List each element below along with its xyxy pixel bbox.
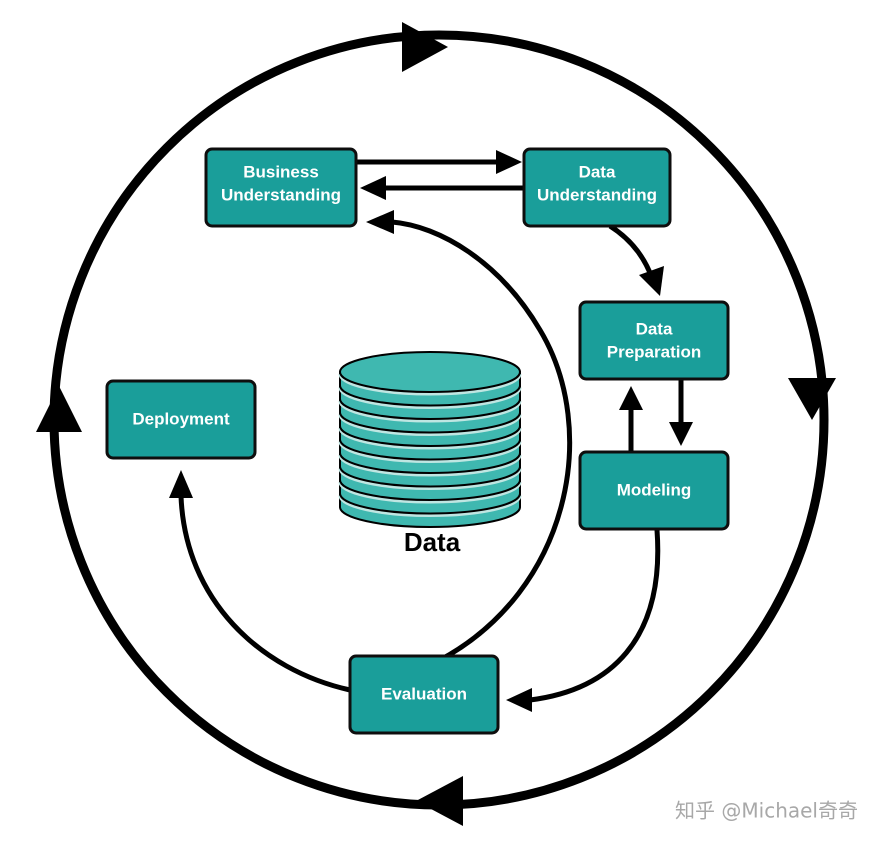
disk-rim	[338, 454, 522, 477]
data-preparation-label-line1: Data	[636, 319, 673, 338]
box-data-preparation: Data Preparation	[578, 300, 730, 381]
watermark-text: 知乎 @Michael奇奇	[675, 799, 858, 823]
box-deployment: Deployment	[105, 379, 257, 460]
disk-top	[339, 351, 521, 393]
evaluation-label: Evaluation	[381, 684, 467, 703]
box-data-understanding: Data Understanding	[522, 147, 672, 228]
center-data-label: Data	[404, 527, 461, 557]
inner-arrows	[169, 150, 693, 712]
deployment-label: Deployment	[132, 409, 230, 428]
disk-rim	[338, 495, 522, 517]
box-modeling: Modeling	[578, 450, 730, 531]
outer-arrowhead-top	[402, 22, 448, 72]
data-preparation-label-line2: Preparation	[607, 342, 701, 361]
disk-rim	[338, 481, 522, 504]
disk-rim	[338, 468, 522, 490]
business-understanding-label-line1: Business	[243, 162, 319, 181]
arrow-modeling-to-evaluation	[529, 529, 661, 703]
arrow-data-understanding-to-preparation	[608, 223, 655, 279]
outer-arrowhead-bottom	[416, 776, 463, 826]
data-understanding-label-line1: Data	[579, 162, 616, 181]
disk-rim	[338, 373, 522, 396]
disk-rim	[338, 414, 522, 436]
disk-rim	[338, 387, 522, 409]
arrow-evaluation-to-deployment	[178, 495, 351, 693]
disk-rim	[338, 427, 522, 450]
box-evaluation: Evaluation	[348, 654, 500, 735]
disk-rim	[338, 441, 522, 463]
data-cylinder	[338, 351, 522, 528]
box-business-understanding: Business Understanding	[204, 147, 358, 228]
disk-rim	[338, 400, 522, 423]
modeling-label: Modeling	[617, 480, 692, 499]
data-understanding-label-line2: Understanding	[537, 185, 657, 204]
arrow-evaluation-to-business-understanding	[391, 219, 573, 663]
outer-arrowhead-right	[788, 378, 836, 420]
outer-arrowhead-left	[36, 386, 82, 432]
business-understanding-label-line2: Understanding	[221, 185, 341, 204]
